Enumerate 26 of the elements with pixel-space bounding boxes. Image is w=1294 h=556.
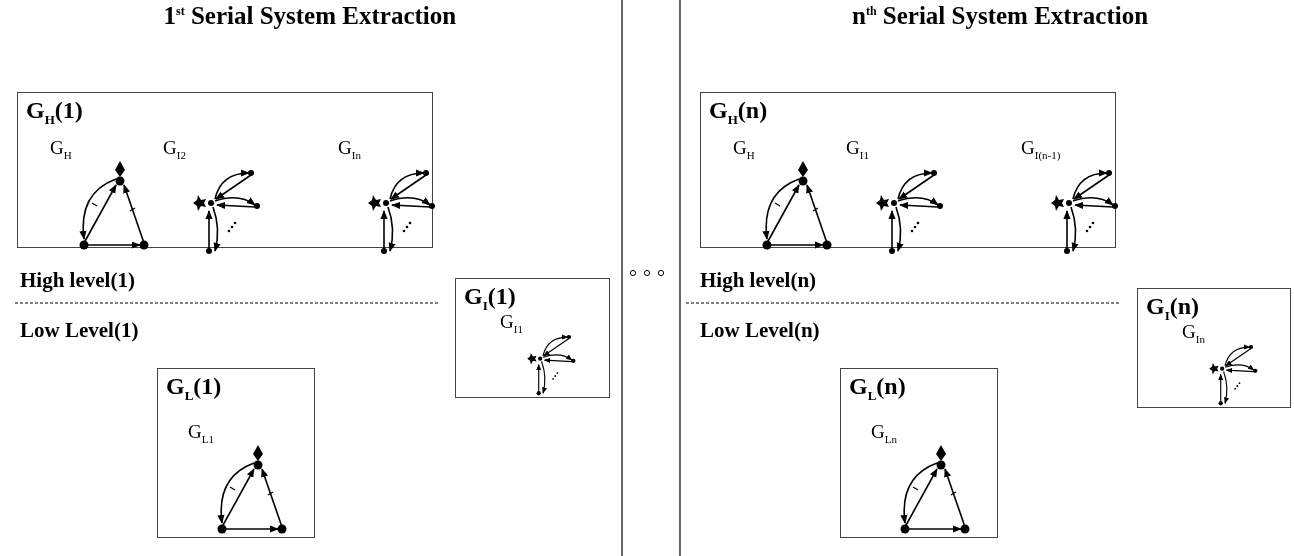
level-label: Low Level(1): [20, 318, 139, 343]
section-title: 1$^{st}$ Serial System Extraction: [163, 2, 457, 30]
box-title: G$_{L}$(1): [166, 373, 222, 404]
graph-label: G$_{H}$: [50, 137, 72, 161]
graph-box: [157, 368, 315, 538]
graph-label: G$_{I2}$: [163, 137, 186, 161]
graph-label: G$_{H}$: [733, 137, 755, 161]
graph-label: G$_{I(n-1)}$: [1021, 137, 1061, 161]
box-title: G$_{H}$(n): [709, 97, 768, 128]
graph-box: [840, 368, 998, 538]
graph-label: G$_{In}$: [338, 137, 361, 161]
graph-label: G$_{I1}$: [846, 137, 869, 161]
graph-label: G$_{L1}$: [188, 421, 214, 445]
section-title: n$^{th}$ Serial System Extraction: [852, 2, 1149, 30]
graph-label: G$_{Ln}$: [871, 421, 897, 445]
box-title: G$_{I}$(1): [464, 283, 516, 314]
level-label: Low Level(n): [700, 318, 820, 343]
level-label: High level(1): [20, 268, 135, 293]
graph-label: G$_{In}$: [1182, 321, 1205, 345]
box-title: G$_{I}$(n): [1146, 293, 1200, 324]
box-title: G$_{L}$(n): [849, 373, 906, 404]
graph-box: [1137, 288, 1291, 408]
graph-box: [455, 278, 610, 398]
level-label: High level(n): [700, 268, 817, 293]
graph-label: G$_{I1}$: [500, 311, 523, 335]
box-title: G$_{H}$(1): [26, 97, 83, 128]
